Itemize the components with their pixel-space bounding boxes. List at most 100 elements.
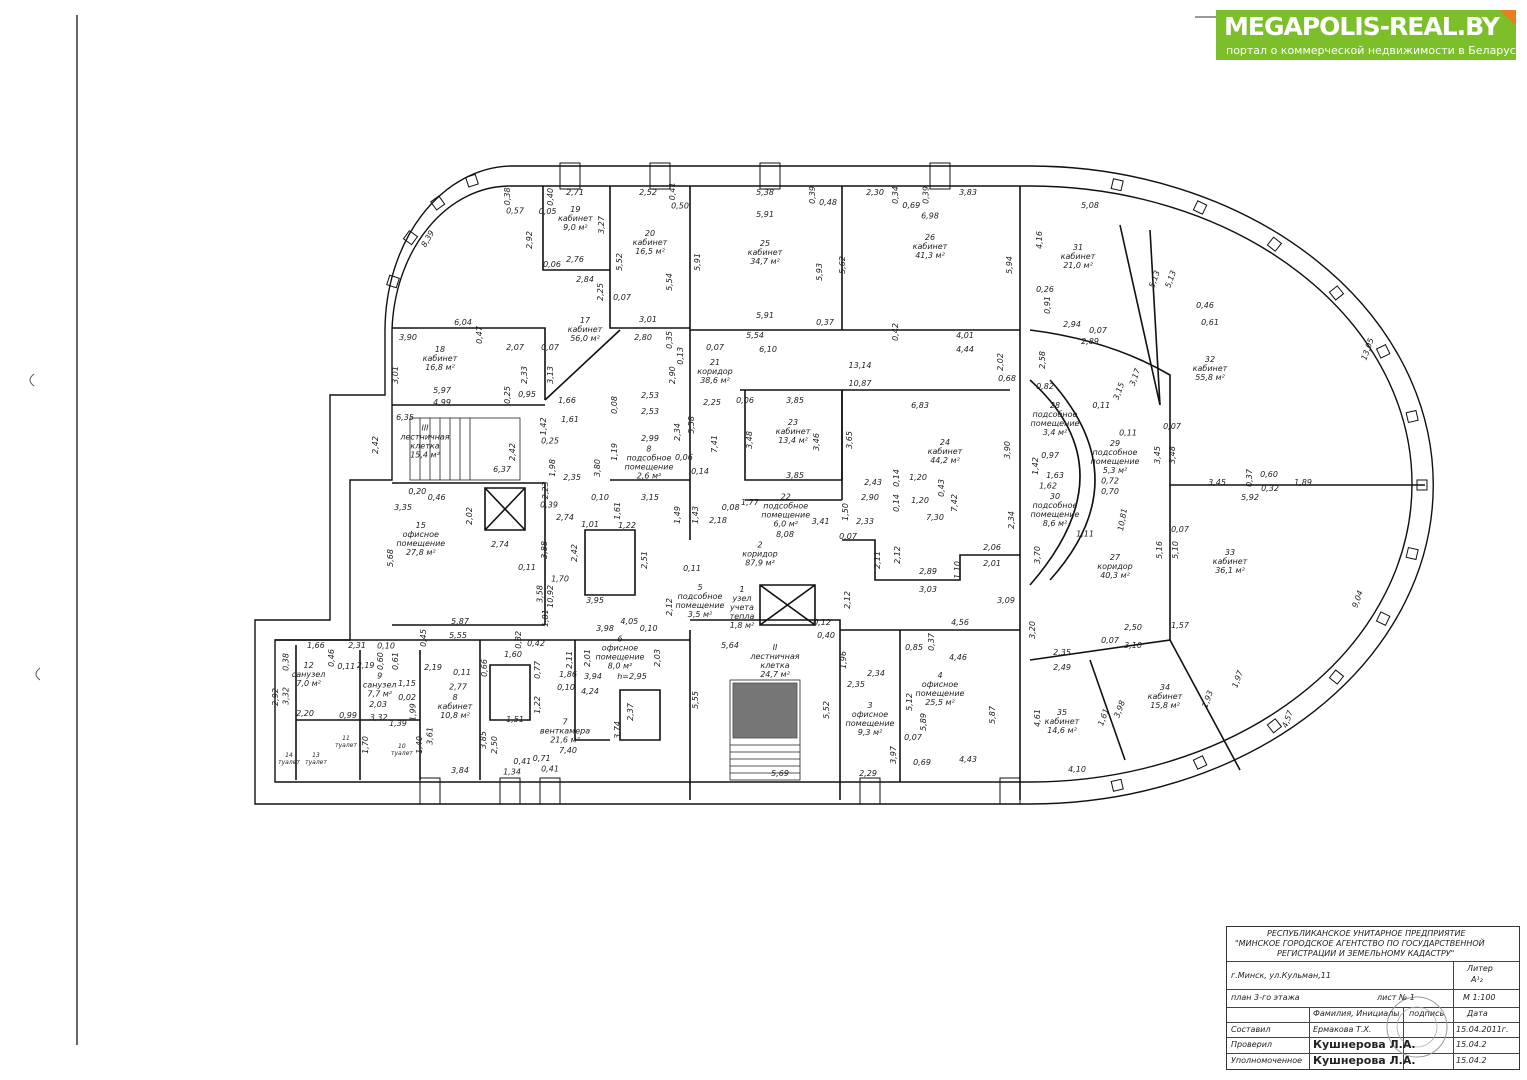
dimension-label: 1,62 — [1039, 482, 1057, 491]
window — [759, 162, 781, 190]
dimension-label: 3,32 — [281, 687, 290, 705]
dimension-label: 3,46 — [812, 433, 821, 451]
window — [929, 162, 951, 190]
dimension-label: 1,22 — [533, 696, 542, 714]
dimension-label: 0,40 — [817, 631, 835, 640]
dimension-label: 5,10 — [1171, 541, 1180, 559]
dimension-label: 2,23 — [541, 481, 550, 499]
window — [649, 162, 671, 190]
dimension-label: 0,11 — [683, 564, 701, 573]
org-line-2: "МИНСКОЕ ГОРОДСКОЕ АГЕНТСТВО ПО ГОСУДАРС… — [1235, 939, 1485, 948]
dimension-label: 2,25 — [596, 283, 605, 301]
dimension-label: 1,10 — [953, 561, 962, 579]
window — [1110, 178, 1124, 192]
dimension-label: 2,92 — [525, 231, 534, 249]
dimension-label: 3,80 — [593, 459, 602, 477]
logo-brand: MEGAPOLIS-REAL.BY — [1224, 12, 1500, 41]
dimension-labels: 0,380,572,710,400,053,272,922,760,062,84… — [271, 182, 1376, 778]
dimension-label: 0,82 — [1036, 382, 1054, 391]
dimension-label: 1,81 — [541, 609, 550, 627]
dimension-label: 1,15 — [398, 679, 416, 688]
dimension-label: 2,89 — [919, 567, 937, 576]
dimension-label: 3,15 — [641, 493, 659, 502]
dimension-label: 5,54 — [665, 273, 674, 291]
dimension-label: 3,65 — [845, 431, 854, 449]
dimension-label: 1,93 — [1200, 689, 1215, 709]
dimension-label: 0,68 — [998, 374, 1016, 383]
dimension-label: 3,45 — [1208, 478, 1226, 487]
window — [465, 173, 479, 188]
dimension-label: 5,52 — [615, 253, 624, 271]
dimension-label: 3,10 — [1124, 641, 1142, 650]
dimension-label: 2,49 — [1053, 663, 1071, 672]
window — [1405, 409, 1419, 424]
dimension-label: 2,18 — [709, 516, 727, 525]
dimension-label: 0,66 — [480, 659, 489, 677]
dimension-label: 0,39 — [540, 501, 558, 510]
dimension-label: 1,70 — [551, 574, 569, 583]
dimension-label: 2,77 — [449, 683, 468, 692]
date: 15.04.2011г. — [1456, 1025, 1509, 1034]
dimension-label: 0,05 — [539, 207, 557, 216]
dimension-label: 1,89 — [1294, 478, 1312, 487]
dimension-label: 0,11 — [1119, 429, 1137, 438]
megapolis-logo[interactable]: MEGAPOLIS-REAL.BY портал о коммерческой … — [1216, 10, 1523, 60]
dimension-label: 3,45 — [1153, 446, 1162, 464]
dimension-label: 0,11 — [337, 662, 355, 671]
window — [1375, 611, 1391, 626]
dimension-label: 4,61 — [1033, 709, 1042, 727]
dimension-label: 1,42 — [539, 417, 548, 435]
dimension-label: 0,07 — [1101, 636, 1120, 645]
dimension-label: 3,85 — [479, 731, 488, 749]
dimension-label: 1,99 — [408, 703, 417, 721]
dimension-label: 5,38 — [756, 188, 774, 197]
sheet: лист № 1 — [1377, 993, 1415, 1002]
dimension-label: 0,61 — [1201, 318, 1219, 327]
address: г.Минск, ул.Кульман,11 — [1231, 971, 1331, 980]
dimension-label: 0,11 — [453, 668, 471, 677]
dimension-label: 3,01 — [391, 366, 400, 384]
dimension-label: 0,38 — [281, 653, 290, 671]
dimension-label: 0,32 — [1261, 484, 1279, 493]
dimension-label: 5,55 — [691, 691, 700, 709]
person-name: Ермакова Т.Х. — [1313, 1025, 1372, 1034]
role: Составил — [1231, 1025, 1271, 1034]
dimension-label: 2,74 — [556, 513, 574, 522]
dimension-label: 4,43 — [959, 755, 977, 764]
dimension-label: 0,07 — [904, 733, 923, 742]
dimension-label: 0,32 — [514, 631, 523, 649]
dimension-label: 1,34 — [503, 767, 521, 776]
dimension-label: 0,41 — [513, 757, 531, 766]
window — [1266, 718, 1283, 734]
dimension-label: 5,91 — [693, 253, 702, 271]
org-line-1: РЕСПУБЛИКАНСКОЕ УНИТАРНОЕ ПРЕДПРИЯТИЕ — [1267, 929, 1466, 938]
dimension-label: 2,12 — [665, 598, 674, 616]
stairs — [409, 417, 801, 781]
dimension-label: 0,20 — [408, 487, 426, 496]
dimension-label: 5,94 — [1005, 256, 1014, 274]
dimension-label: 2,94 — [1063, 320, 1081, 329]
dimension-label: 7,40 — [559, 746, 577, 755]
dimension-label: 0,45 — [419, 629, 428, 647]
dimension-label: 4,05 — [620, 617, 638, 626]
dimension-label: 0,07 — [1163, 422, 1182, 431]
dimension-label: 1,66 — [558, 396, 576, 405]
dimension-label: 0,97 — [1041, 451, 1060, 460]
dimension-label: 0,77 — [533, 660, 542, 679]
dimension-label: 2,34 — [867, 669, 885, 678]
